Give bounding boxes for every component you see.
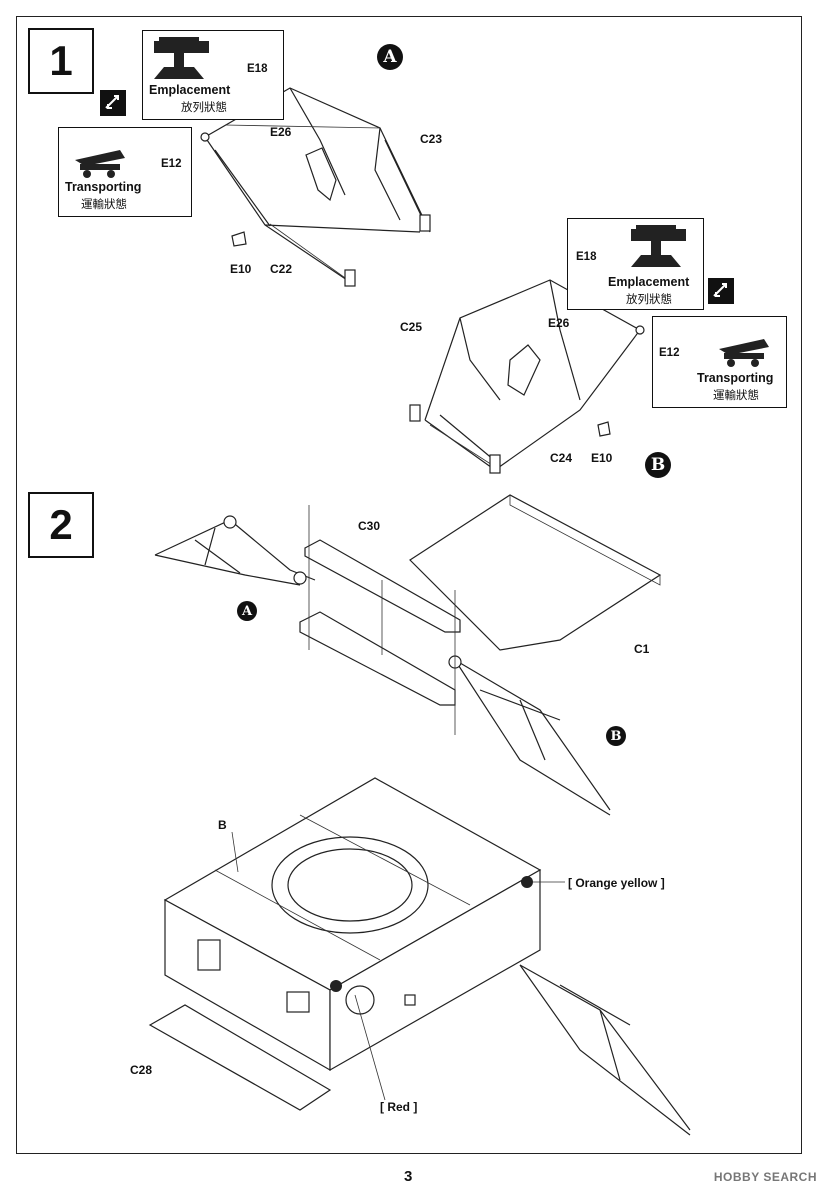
transporting-jp-label-b: 運輸狀態 [713, 388, 759, 402]
part-label-c30: C30 [358, 519, 381, 533]
swap-icon-b [708, 278, 734, 304]
part-label-e26-a: E26 [270, 125, 292, 139]
part-label-c24: C24 [550, 451, 573, 465]
marker-a: A [377, 44, 403, 70]
part-label-c1: C1 [634, 642, 650, 656]
part-label-c28: C28 [130, 1063, 153, 1077]
e18-label-b: E18 [576, 251, 597, 263]
watermark: HOBBY SEARCH [713, 1170, 817, 1184]
emplacement-callout-b: E18 Emplacement 放列狀態 [567, 218, 704, 310]
e18-label-a: E18 [247, 63, 268, 75]
step2-box-drawing [148, 777, 691, 1136]
part-label-c25: C25 [400, 320, 423, 334]
emplacement-callout-a: E18 Emplacement 放列狀態 [142, 30, 284, 120]
emplacement-jp-label-b: 放列狀態 [626, 292, 672, 306]
transporting-callout-b: E12 Transporting 運輸狀態 [652, 316, 787, 408]
step-number-1: 1 [28, 28, 94, 94]
e12-label-a: E12 [161, 158, 182, 170]
marker-a-step2: A [237, 601, 257, 621]
marker-b: B [645, 452, 671, 478]
emplacement-jp-label-a: 放列狀態 [181, 100, 227, 114]
part-label-e26-b: E26 [548, 316, 570, 330]
part-label-c23: C23 [420, 132, 443, 146]
transporting-jp-label-a: 運輸狀態 [81, 197, 127, 211]
launcher-transport-icon [719, 339, 769, 367]
e12-label-b: E12 [659, 347, 680, 359]
launcher-transport-icon [75, 150, 125, 178]
swap-icon-a [100, 90, 126, 116]
step-number-2: 2 [28, 492, 94, 558]
launcher-emplacement-icon [154, 37, 209, 79]
emplacement-label-b: Emplacement [608, 275, 690, 289]
paint-red: [ Red ] [380, 1100, 418, 1114]
emplacement-label-a: Emplacement [149, 83, 231, 97]
transporting-label-a: Transporting [65, 180, 142, 194]
part-label-e10-a: E10 [230, 262, 252, 276]
page-frame [16, 16, 802, 1154]
marker-b-step2: B [606, 726, 626, 746]
launcher-emplacement-icon [631, 225, 686, 267]
step2-trailer-drawing [154, 494, 662, 816]
part-label-e10-b: E10 [591, 451, 613, 465]
part-label-b: B [218, 818, 227, 832]
paint-orange-yellow: [ Orange yellow ] [568, 876, 665, 890]
page-number: 3 [404, 1168, 413, 1185]
transporting-label-b: Transporting [697, 371, 774, 385]
part-label-c22: C22 [270, 262, 293, 276]
transporting-callout-a: E12 Transporting 運輸狀態 [58, 127, 192, 217]
